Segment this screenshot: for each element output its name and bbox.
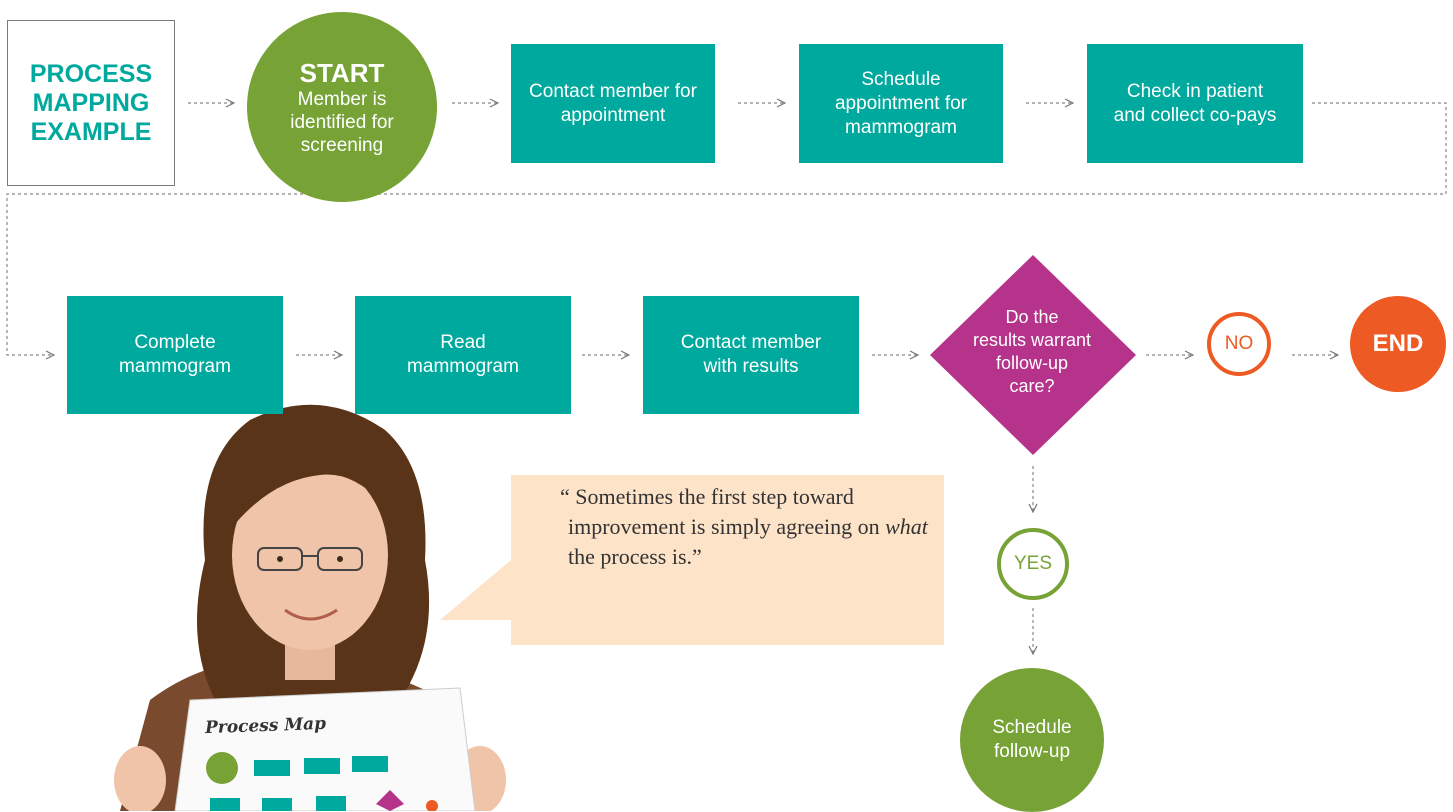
- quote-text-end: the process is.”: [568, 544, 702, 569]
- quote-text: “ Sometimes the first step toward improv…: [560, 482, 938, 572]
- end-node: END: [1350, 296, 1446, 392]
- diagram-title: PROCESS MAPPING EXAMPLE: [7, 20, 175, 186]
- step-check-in-patient: Check in patient and collect co-pays: [1087, 44, 1303, 163]
- decision-label: Do the results warrant follow-up care?: [972, 307, 1092, 396]
- held-process-map-paper: [174, 687, 476, 811]
- step-contact-with-results: Contact member with results: [643, 296, 859, 414]
- quote-bubble: [440, 475, 944, 645]
- decision-diamond: [930, 255, 1136, 455]
- step-contact-member: Contact member for appointment: [511, 44, 715, 163]
- quote-emphasis: what: [885, 514, 928, 539]
- start-label: START: [299, 57, 385, 88]
- no-node: NO: [1207, 312, 1271, 376]
- schedule-followup-node: Schedule follow-up: [960, 668, 1104, 812]
- quote-text-start: “ Sometimes the first step toward improv…: [560, 484, 886, 539]
- step-read-mammogram: Read mammogram: [355, 296, 571, 414]
- step-schedule-appointment: Schedule appointment for mammogram: [799, 44, 1003, 163]
- start-description: Member is identified for screening: [290, 88, 394, 156]
- paper-title: Process Map: [204, 713, 327, 739]
- yes-node: YES: [997, 528, 1069, 600]
- start-node: START Member is identified for screening: [247, 12, 437, 202]
- step-complete-mammogram: Complete mammogram: [67, 296, 283, 414]
- arrow-wrap-to-row2: [6, 102, 1447, 355]
